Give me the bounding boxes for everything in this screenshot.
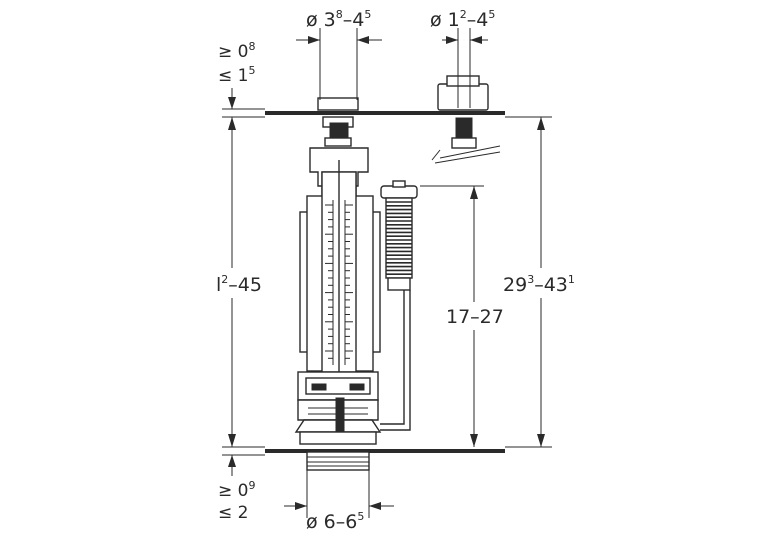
dim-top-left-diameter bbox=[296, 28, 382, 100]
dim-bottom-diameter bbox=[284, 470, 394, 518]
top-right-diameter-label: ø 12–45 bbox=[430, 8, 495, 31]
bottom-diameter-label: ø 6–65 bbox=[306, 510, 364, 533]
float-bellows bbox=[380, 180, 418, 431]
top-plate bbox=[222, 108, 552, 118]
left-height-label: l2–45 bbox=[216, 273, 262, 296]
inner-height-label: 17–27 bbox=[446, 306, 504, 328]
bottom-plate bbox=[222, 446, 552, 456]
outlet-nozzle bbox=[306, 451, 370, 471]
dim-bottom-thickness bbox=[228, 455, 236, 476]
valve-base bbox=[294, 371, 382, 445]
bottom-thickness-max-label: ≤ 2 bbox=[218, 503, 248, 523]
dim-left-height bbox=[228, 117, 236, 447]
top-thickness-max-label: ≤ 15 bbox=[218, 64, 255, 86]
overflow-column bbox=[299, 160, 381, 373]
right-height-label: 293–431 bbox=[503, 273, 575, 296]
dim-top-right-diameter bbox=[442, 28, 488, 108]
top-left-diameter-label: ø 38–45 bbox=[306, 8, 371, 31]
scale-ticks bbox=[325, 204, 353, 359]
dim-top-thickness bbox=[228, 88, 236, 109]
dim-right-height bbox=[537, 117, 545, 447]
bottom-thickness-min-label: ≥ 09 bbox=[218, 479, 255, 501]
dim-inner-height bbox=[420, 185, 484, 447]
top-right-fitting bbox=[431, 75, 501, 164]
bellows-ribs bbox=[386, 201, 412, 276]
top-thickness-min-label: ≥ 08 bbox=[218, 40, 255, 62]
